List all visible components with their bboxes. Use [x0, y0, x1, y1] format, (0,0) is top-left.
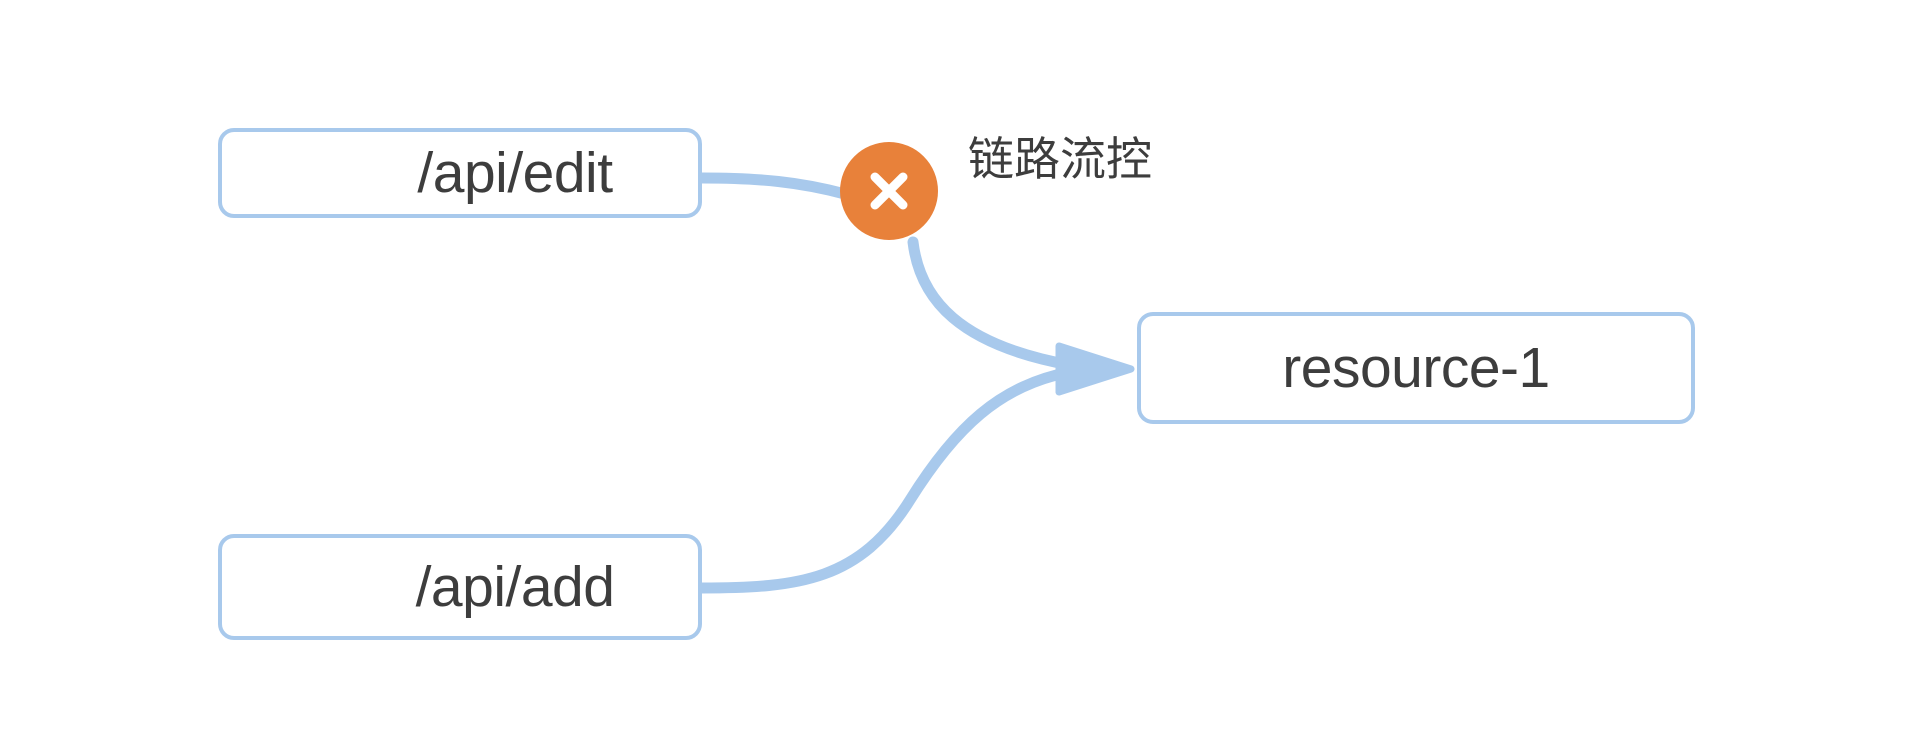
node-resource-1[interactable]: resource-1 [1137, 312, 1695, 424]
close-x-icon [870, 172, 908, 210]
node-api-add[interactable]: /api/add [218, 534, 702, 640]
node-api-edit-label: /api/edit [417, 140, 613, 205]
node-resource-1-label: resource-1 [1282, 335, 1550, 400]
link-flow-control-marker[interactable] [840, 142, 938, 240]
link-flow-control-label: 链路流控 [968, 133, 1152, 185]
node-api-edit[interactable]: /api/edit [218, 128, 702, 218]
edge-api-edit-to-marker [696, 172, 851, 200]
arrowhead-into-resource-1 [1055, 342, 1135, 396]
edge-marker-to-resource-1 [907, 236, 1076, 371]
node-api-add-label: /api/add [415, 554, 615, 619]
edge-api-add-to-resource-1 [696, 366, 1076, 594]
